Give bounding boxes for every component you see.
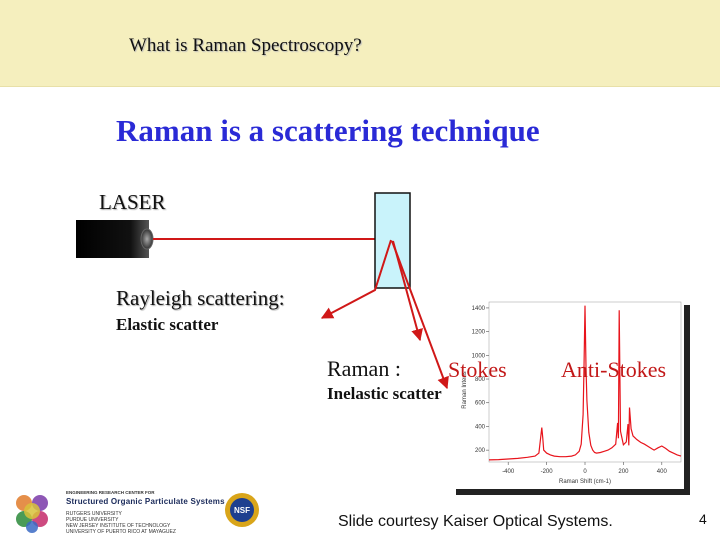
spectrum-series-line <box>488 305 682 461</box>
elastic-scatter-label: Elastic scatter <box>116 315 219 334</box>
laser-label: LASER <box>99 190 166 214</box>
x-tick-label: 400 <box>657 469 668 475</box>
institution-header: ENGINEERING RESEARCH CENTER FOR <box>66 490 155 495</box>
slide-main-title: Raman is a scattering technique <box>116 113 540 148</box>
y-tick-label: 1200 <box>472 330 486 336</box>
x-tick-label: -200 <box>541 469 554 475</box>
svg-text:NSF: NSF <box>234 506 250 515</box>
y-tick-label: 800 <box>475 377 486 383</box>
x-tick-label: 200 <box>618 469 629 475</box>
institution-member: PURDUE UNIVERSITY <box>66 517 119 523</box>
x-tick-label: 0 <box>583 469 587 475</box>
inelastic-scatter-ray <box>391 240 449 390</box>
slide-header-title: What is Raman Spectroscopy? <box>129 35 362 56</box>
raman-scatter-ray <box>392 240 423 342</box>
rayleigh-scatter-ray <box>320 239 392 319</box>
raman-label: Raman : <box>327 356 401 381</box>
page-number: 4 <box>699 511 707 527</box>
slide-credit: Slide courtesy Kaiser Optical Systems. <box>338 513 613 530</box>
inelastic-scatter-label: Inelastic scatter <box>327 384 442 403</box>
laser-device <box>76 220 149 258</box>
stokes-label: Stokes <box>448 357 507 382</box>
y-axis-label: Raman Intens <box>462 371 468 408</box>
institution-member: UNIVERSITY OF PUERTO RICO AT MAYAGUEZ <box>66 529 176 535</box>
anti-stokes-label: Anti-Stokes <box>561 357 667 382</box>
institution-member-list: RUTGERS UNIVERSITY PURDUE UNIVERSITY NEW… <box>66 511 176 535</box>
y-tick-label: 1400 <box>472 306 486 312</box>
rayleigh-label: Rayleigh scattering: <box>116 286 285 310</box>
institution-name: Structured Organic Particulate Systems <box>66 497 225 506</box>
y-tick-label: 1000 <box>472 353 486 359</box>
sopsc-logo-icon <box>16 495 48 533</box>
institution-member: NEW JERSEY INSTITUTE OF TECHNOLOGY <box>66 523 171 529</box>
x-tick-label: -400 <box>502 469 515 475</box>
y-tick-label: 600 <box>475 401 486 407</box>
header-band <box>0 0 720 87</box>
x-axis-label: Raman Shift (cm-1) <box>559 479 611 485</box>
institution-member: RUTGERS UNIVERSITY <box>66 511 122 517</box>
nsf-logo-icon: NSF <box>225 493 259 527</box>
y-axis-ticks: 200 400 600 800 1000 1200 1400 <box>472 306 489 454</box>
x-axis-ticks: 400 200 0 -200 -400 <box>502 462 667 475</box>
y-tick-label: 200 <box>475 448 486 454</box>
y-tick-label: 400 <box>475 424 486 430</box>
